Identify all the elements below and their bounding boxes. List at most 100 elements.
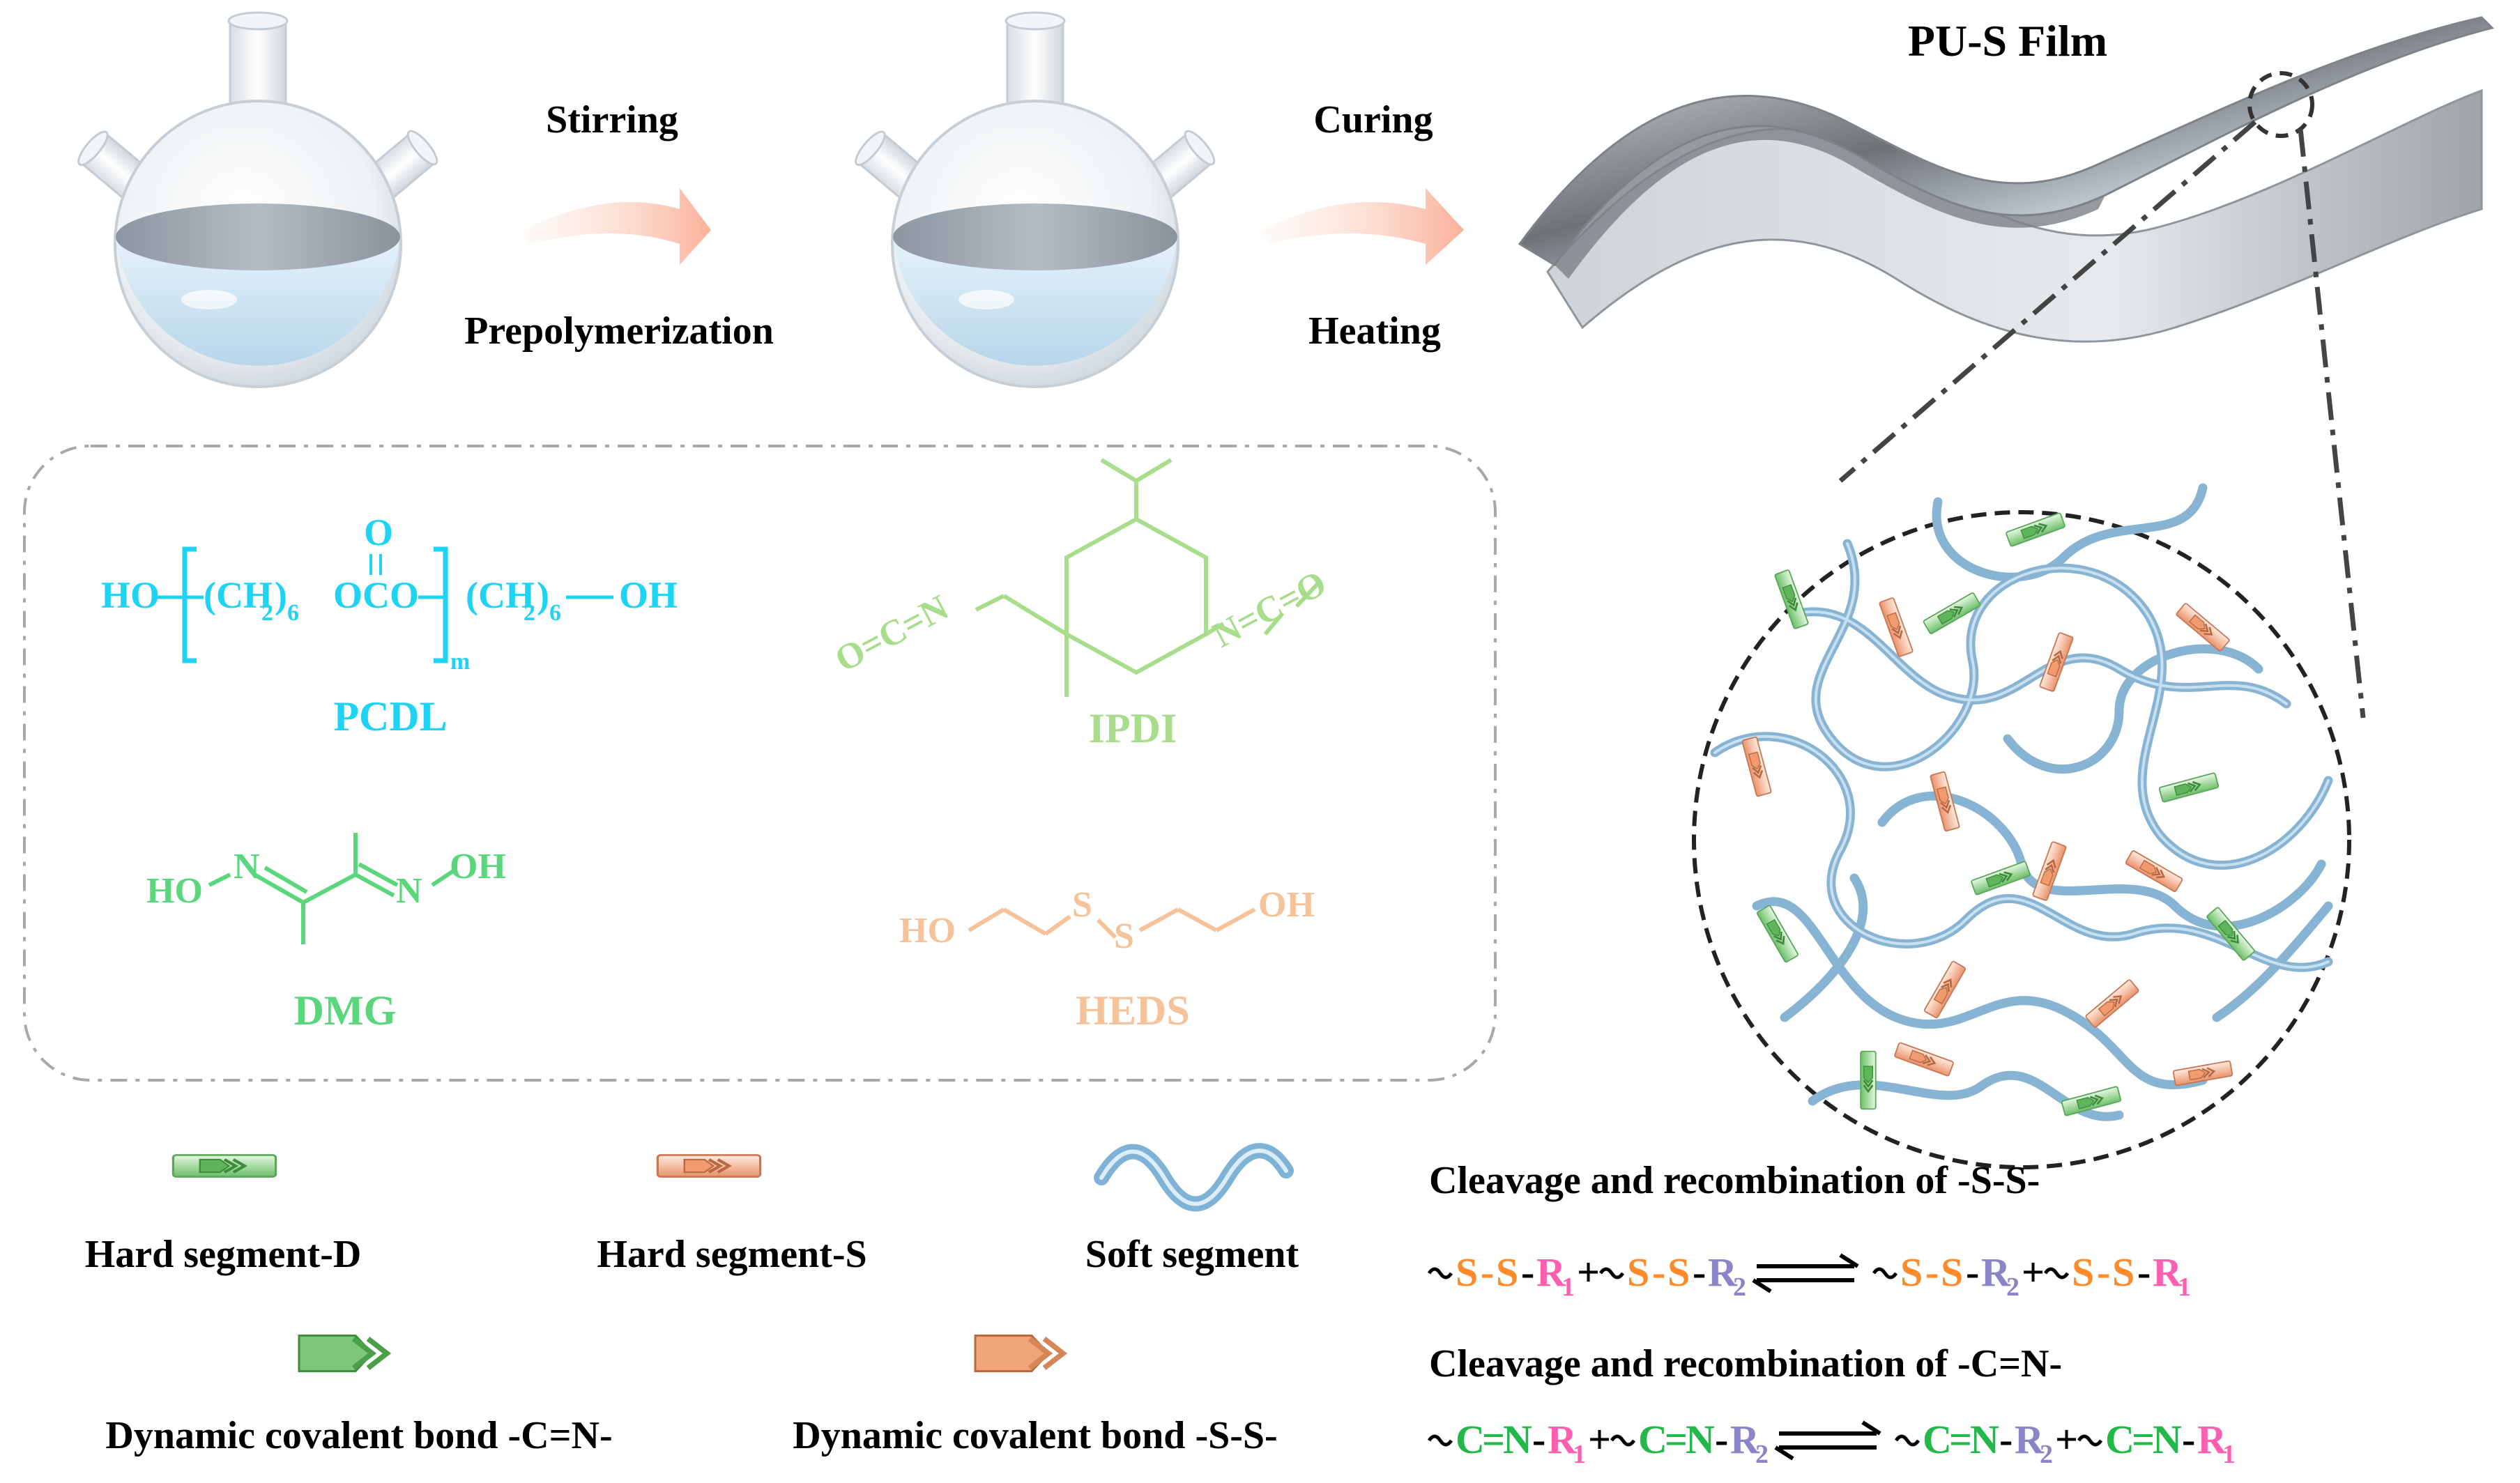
equilibrium-arrows-icon: [1774, 1420, 1881, 1461]
r-group: R: [1536, 1250, 1566, 1295]
carbon-atom: C: [1923, 1417, 1952, 1462]
pcdl-oh-right: OH: [619, 574, 678, 616]
pu-s-film: [1518, 16, 2494, 343]
ipdi-right-group: N=C=O: [1207, 563, 1333, 655]
r-group: R: [2153, 1250, 2183, 1295]
legend-soft-segment-highlight: [1099, 1148, 1288, 1206]
sulfur-atom: S: [2072, 1250, 2094, 1295]
wavy-chain-icon: [1598, 1267, 1625, 1280]
bond-dash: -: [1652, 1250, 1665, 1295]
r-subscript: 1: [2222, 1440, 2236, 1469]
dmg-label: DMG: [294, 988, 397, 1034]
legend-hard-s-label: Hard segment-S: [597, 1233, 866, 1276]
flask-2: [850, 11, 1220, 388]
sulfur-atom: S: [1496, 1250, 1518, 1295]
plus-sign: +: [2055, 1417, 2078, 1462]
process-arrow-1: [523, 188, 711, 265]
ipdi-label: IPDI: [1089, 705, 1177, 751]
legend-ss-bond-label: Dynamic covalent bond -S-S-: [793, 1414, 1277, 1457]
bond-dash: -: [1925, 1250, 1939, 1295]
nitrogen-atom: N: [1503, 1417, 1532, 1462]
wavy-chain-icon: [1427, 1434, 1453, 1447]
ss-reaction-equation: S-S-R1+S-S-R2 S-S-R2+S-S-R1: [1427, 1250, 2191, 1302]
step2-bottom-label: Heating: [1308, 309, 1441, 353]
legend-hard-d-label: Hard segment-D: [85, 1233, 362, 1276]
r-group: R: [2015, 1417, 2045, 1462]
r-subscript: 2: [2040, 1440, 2053, 1469]
step1-top-label: Stirring: [546, 98, 678, 141]
r-group: R: [2197, 1417, 2227, 1462]
dmg-ho: HO: [146, 871, 203, 911]
ss-reaction-title: Cleavage and recombination of -S-S-: [1429, 1159, 2040, 1202]
zoom-line-left: [1838, 120, 2257, 483]
bond-dash: -: [1521, 1250, 1534, 1295]
sulfur-atom: S: [2112, 1250, 2135, 1295]
bond-dash: -: [1999, 1417, 2013, 1462]
heds-oh: OH: [1258, 885, 1315, 925]
process-arrow-2: [1262, 188, 1464, 265]
pcdl-o-top: O: [364, 512, 393, 553]
cn-reaction-equation: C=N-R1+C=N-R2 C=N-R2+C=N-R1: [1427, 1417, 2236, 1469]
plus-sign: +: [1588, 1417, 1611, 1462]
pcdl-sub2-b: 2: [524, 600, 535, 626]
flask-1: [72, 11, 443, 388]
wavy-chain-icon: [2077, 1434, 2103, 1447]
bond-dash: -: [1532, 1417, 1545, 1462]
nitrogen-atom: N: [1970, 1417, 1999, 1462]
double-bond: =: [1949, 1417, 1972, 1462]
dmg-structure: HO N N OH: [146, 833, 506, 944]
pcdl-ch2-a: (CH: [204, 574, 273, 616]
network-hard-d: [1859, 1050, 1877, 1110]
heds-s2: S: [1114, 916, 1134, 956]
carbon-atom: C: [2105, 1417, 2135, 1462]
r-subscript: 2: [2006, 1273, 2019, 1302]
step1-bottom-label: Prepolymerization: [464, 309, 774, 353]
dmg-n1: N: [234, 847, 260, 886]
film-title: PU-S Film: [1908, 16, 2107, 66]
wavy-chain-icon: [2043, 1267, 2070, 1280]
legend-cn-bond-label: Dynamic covalent bond -C=N-: [105, 1414, 612, 1457]
legend-ss-bond-symbol: [974, 1335, 1068, 1372]
bond-dash: -: [2182, 1417, 2195, 1462]
carbon-atom: C: [1638, 1417, 1667, 1462]
double-bond: =: [1482, 1417, 1505, 1462]
bond-dash: -: [2097, 1250, 2110, 1295]
pcdl-structure: HO (CH 2 ) 6 OCO O m (CH 2 ) 6 OH: [101, 512, 678, 675]
r-subscript: 2: [1733, 1273, 1746, 1302]
heds-ho: HO: [899, 911, 956, 951]
dmg-oh: OH: [450, 847, 506, 886]
pcdl-ho-left: HO: [101, 574, 160, 616]
r-group: R: [1981, 1250, 2011, 1295]
double-bond: =: [2132, 1417, 2155, 1462]
legend-soft-segment-symbol: [1094, 1143, 1294, 1212]
bond-dash: -: [1693, 1250, 1706, 1295]
nitrogen-atom: N: [2153, 1417, 2182, 1462]
legend-cn-bond-symbol: [298, 1335, 392, 1372]
wavy-chain-icon: [1872, 1267, 1898, 1280]
heds-label: HEDS: [1076, 988, 1189, 1034]
sulfur-atom: S: [1627, 1250, 1649, 1295]
legend-hard-d-symbol: [173, 1155, 275, 1176]
nitrogen-atom: N: [1686, 1417, 1715, 1462]
step2-top-label: Curing: [1313, 98, 1433, 141]
plus-sign: +: [1577, 1250, 1600, 1295]
dmg-n2: N: [396, 871, 422, 911]
r-subscript: 2: [1755, 1440, 1769, 1469]
legend-hard-s-symbol: [657, 1155, 760, 1176]
carbon-atom: C: [1456, 1417, 1485, 1462]
sulfur-atom: S: [1941, 1250, 1963, 1295]
r-group: R: [1708, 1250, 1738, 1295]
heds-structure: HO S S OH: [899, 885, 1315, 956]
pcdl-label: PCDL: [333, 693, 447, 739]
r-group: R: [1730, 1417, 1760, 1462]
cn-reaction-title: Cleavage and recombination of -C=N-: [1429, 1342, 2062, 1385]
sulfur-atom: S: [1667, 1250, 1690, 1295]
bond-dash: -: [1966, 1250, 1979, 1295]
bond-dash: -: [2137, 1250, 2151, 1295]
legend-soft-segment-label: Soft segment: [1085, 1233, 1299, 1276]
pcdl-oco: OCO: [333, 574, 419, 616]
double-bond: =: [1665, 1417, 1688, 1462]
equilibrium-arrows-icon: [1752, 1253, 1859, 1293]
r-subscript: 1: [2178, 1273, 2191, 1302]
